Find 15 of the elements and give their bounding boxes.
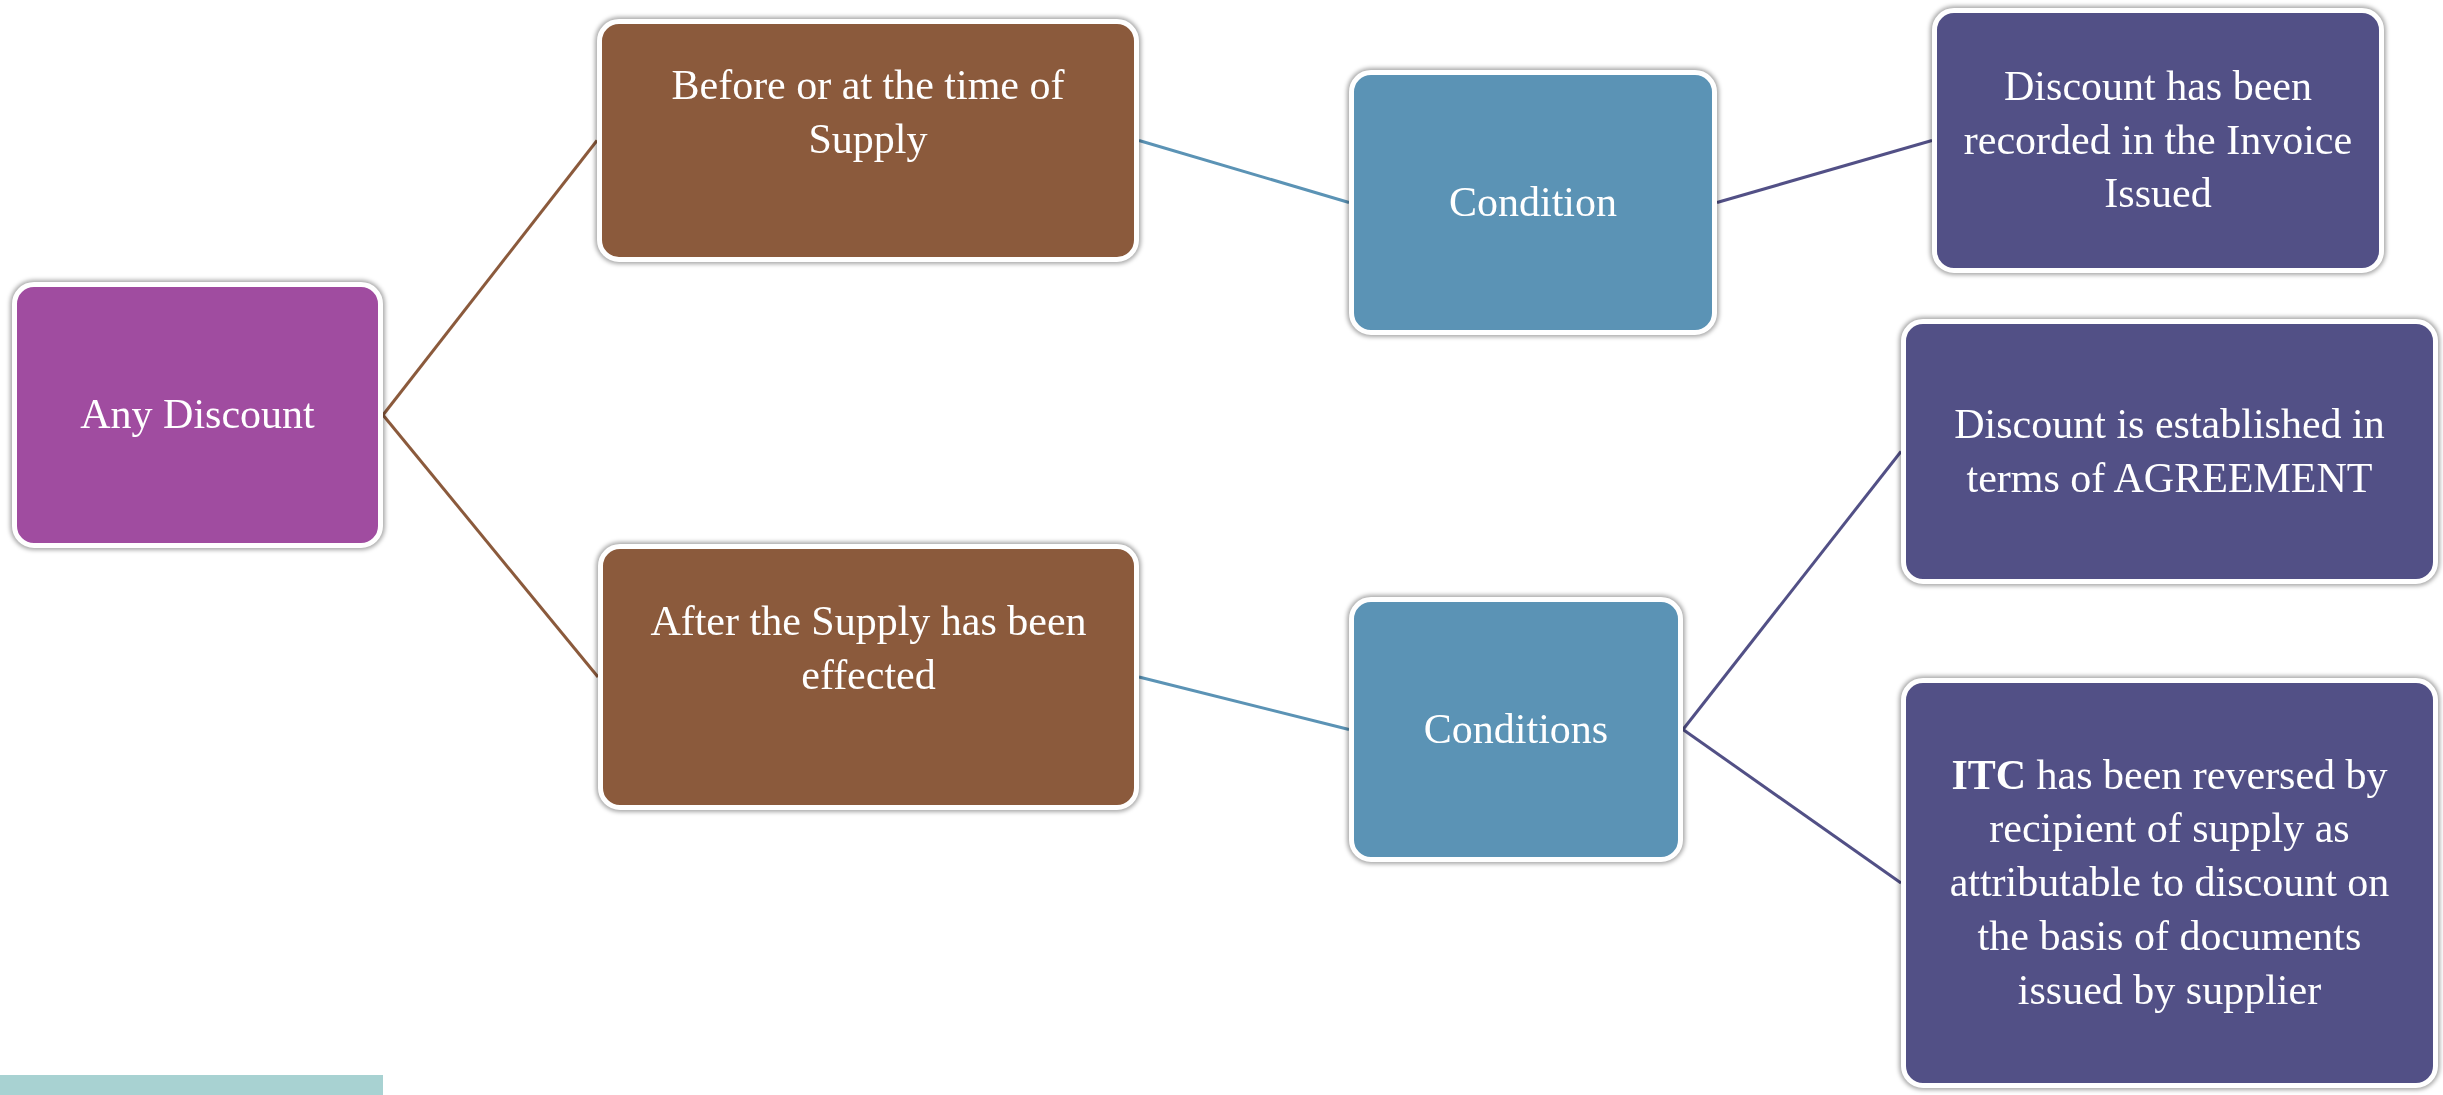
connector-line — [1138, 139, 1350, 204]
connector-line — [1682, 728, 1902, 885]
connector-line — [1681, 450, 1903, 731]
connector-line — [1716, 139, 1933, 204]
connector-line — [381, 139, 599, 416]
connector-line — [1138, 675, 1350, 731]
box-text: Before or at the time of Supply — [670, 60, 1066, 164]
box-text: After the Supply has been effected — [649, 597, 1088, 700]
box-text: Condition — [1449, 177, 1617, 227]
box-text: Conditions — [1423, 704, 1609, 754]
connector-line — [381, 414, 600, 678]
box-text: ITC has been reversed by recipient of supply as attributable to discount on the basis of documents issued by supplier — [1948, 750, 2391, 1015]
box-text: Any Discount — [80, 390, 315, 440]
box-text: Discount is established in terms of AGREEMENT — [1953, 399, 2386, 503]
box-text: Discount has been recorded in the Invoice Issued — [1962, 61, 2354, 219]
